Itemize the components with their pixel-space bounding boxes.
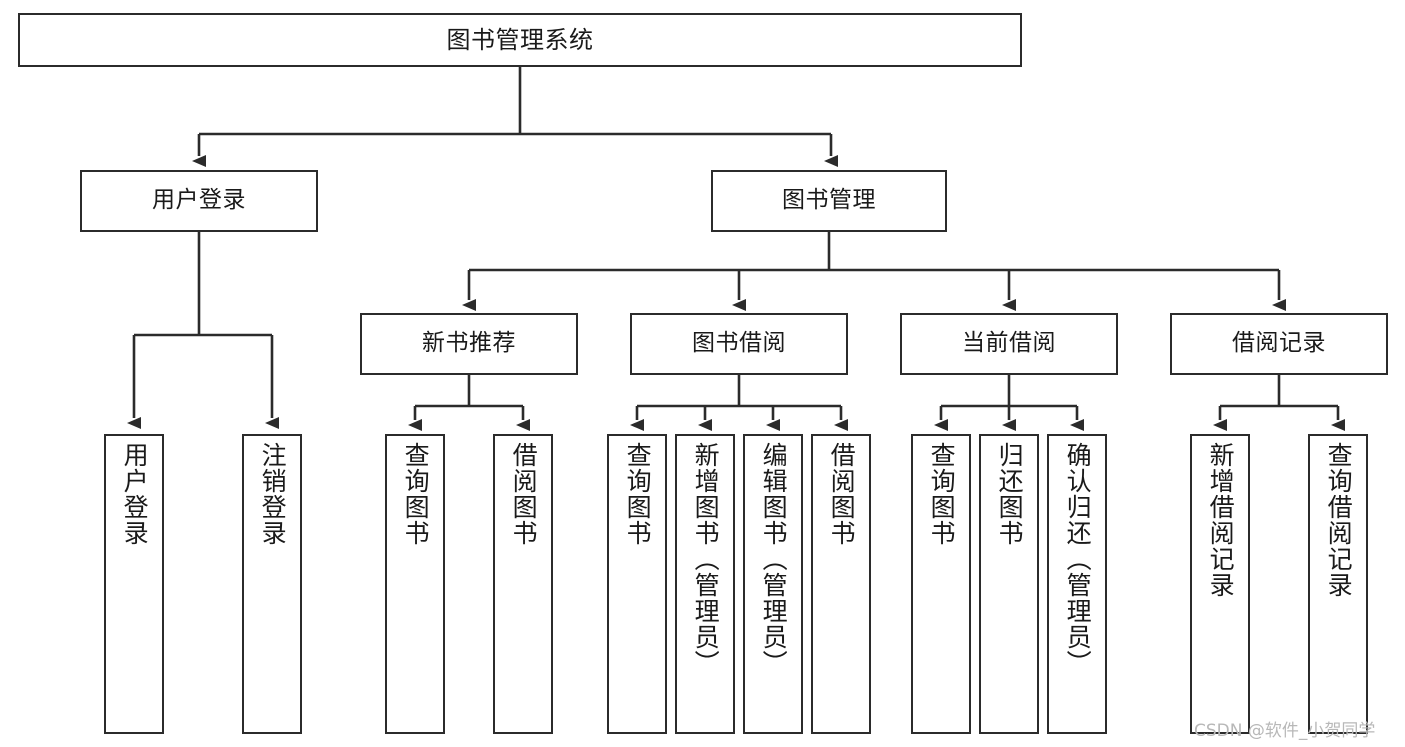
node-label: 新书推荐 bbox=[422, 330, 516, 357]
node-label: 编辑图书（管理员） bbox=[759, 442, 789, 676]
csdn-watermark: CSDN @软件_小贺同学 bbox=[1194, 721, 1376, 741]
node-user-login[interactable]: 用户登录 bbox=[80, 170, 318, 232]
node-label: 查询图书 bbox=[401, 442, 431, 546]
node-label: 用户登录 bbox=[152, 187, 246, 214]
node-book-borrow[interactable]: 图书借阅 bbox=[630, 313, 848, 375]
node-leaf-query-record[interactable]: 查询借阅记录 bbox=[1308, 434, 1368, 734]
node-label: 查询借阅记录 bbox=[1324, 442, 1354, 598]
node-leaf-query-book-2[interactable]: 查询图书 bbox=[607, 434, 667, 734]
node-leaf-logout-login[interactable]: 注销登录 bbox=[242, 434, 302, 734]
node-book-manage[interactable]: 图书管理 bbox=[711, 170, 947, 232]
node-label: 借阅记录 bbox=[1232, 330, 1326, 357]
node-leaf-confirm-return[interactable]: 确认归还（管理员） bbox=[1047, 434, 1107, 734]
node-label: 借阅图书 bbox=[509, 442, 539, 546]
node-label: 图书借阅 bbox=[692, 330, 786, 357]
node-label: 查询图书 bbox=[623, 442, 653, 546]
node-label: 图书管理系统 bbox=[446, 25, 594, 54]
node-label: 新增借阅记录 bbox=[1206, 442, 1236, 598]
node-label: 借阅图书 bbox=[827, 442, 857, 546]
node-borrow-record[interactable]: 借阅记录 bbox=[1170, 313, 1388, 375]
node-label: 新增图书（管理员） bbox=[691, 442, 721, 676]
node-label: 归还图书 bbox=[995, 442, 1025, 546]
node-leaf-borrow-book-2[interactable]: 借阅图书 bbox=[811, 434, 871, 734]
node-leaf-query-book-3[interactable]: 查询图书 bbox=[911, 434, 971, 734]
node-label: 确认归还（管理员） bbox=[1063, 442, 1093, 676]
node-leaf-add-record[interactable]: 新增借阅记录 bbox=[1190, 434, 1250, 734]
node-label: 图书管理 bbox=[782, 187, 876, 214]
node-leaf-query-book-1[interactable]: 查询图书 bbox=[385, 434, 445, 734]
node-leaf-user-login[interactable]: 用户登录 bbox=[104, 434, 164, 734]
node-root-book-management-system[interactable]: 图书管理系统 bbox=[18, 13, 1022, 67]
node-label: 查询图书 bbox=[927, 442, 957, 546]
node-leaf-add-book[interactable]: 新增图书（管理员） bbox=[675, 434, 735, 734]
node-label: 用户登录 bbox=[120, 442, 150, 546]
node-label: 注销登录 bbox=[258, 442, 288, 546]
node-leaf-return-book[interactable]: 归还图书 bbox=[979, 434, 1039, 734]
node-new-book-recommend[interactable]: 新书推荐 bbox=[360, 313, 578, 375]
node-label: 当前借阅 bbox=[962, 330, 1056, 357]
node-leaf-borrow-book-1[interactable]: 借阅图书 bbox=[493, 434, 553, 734]
node-leaf-edit-book[interactable]: 编辑图书（管理员） bbox=[743, 434, 803, 734]
node-current-borrow[interactable]: 当前借阅 bbox=[900, 313, 1118, 375]
